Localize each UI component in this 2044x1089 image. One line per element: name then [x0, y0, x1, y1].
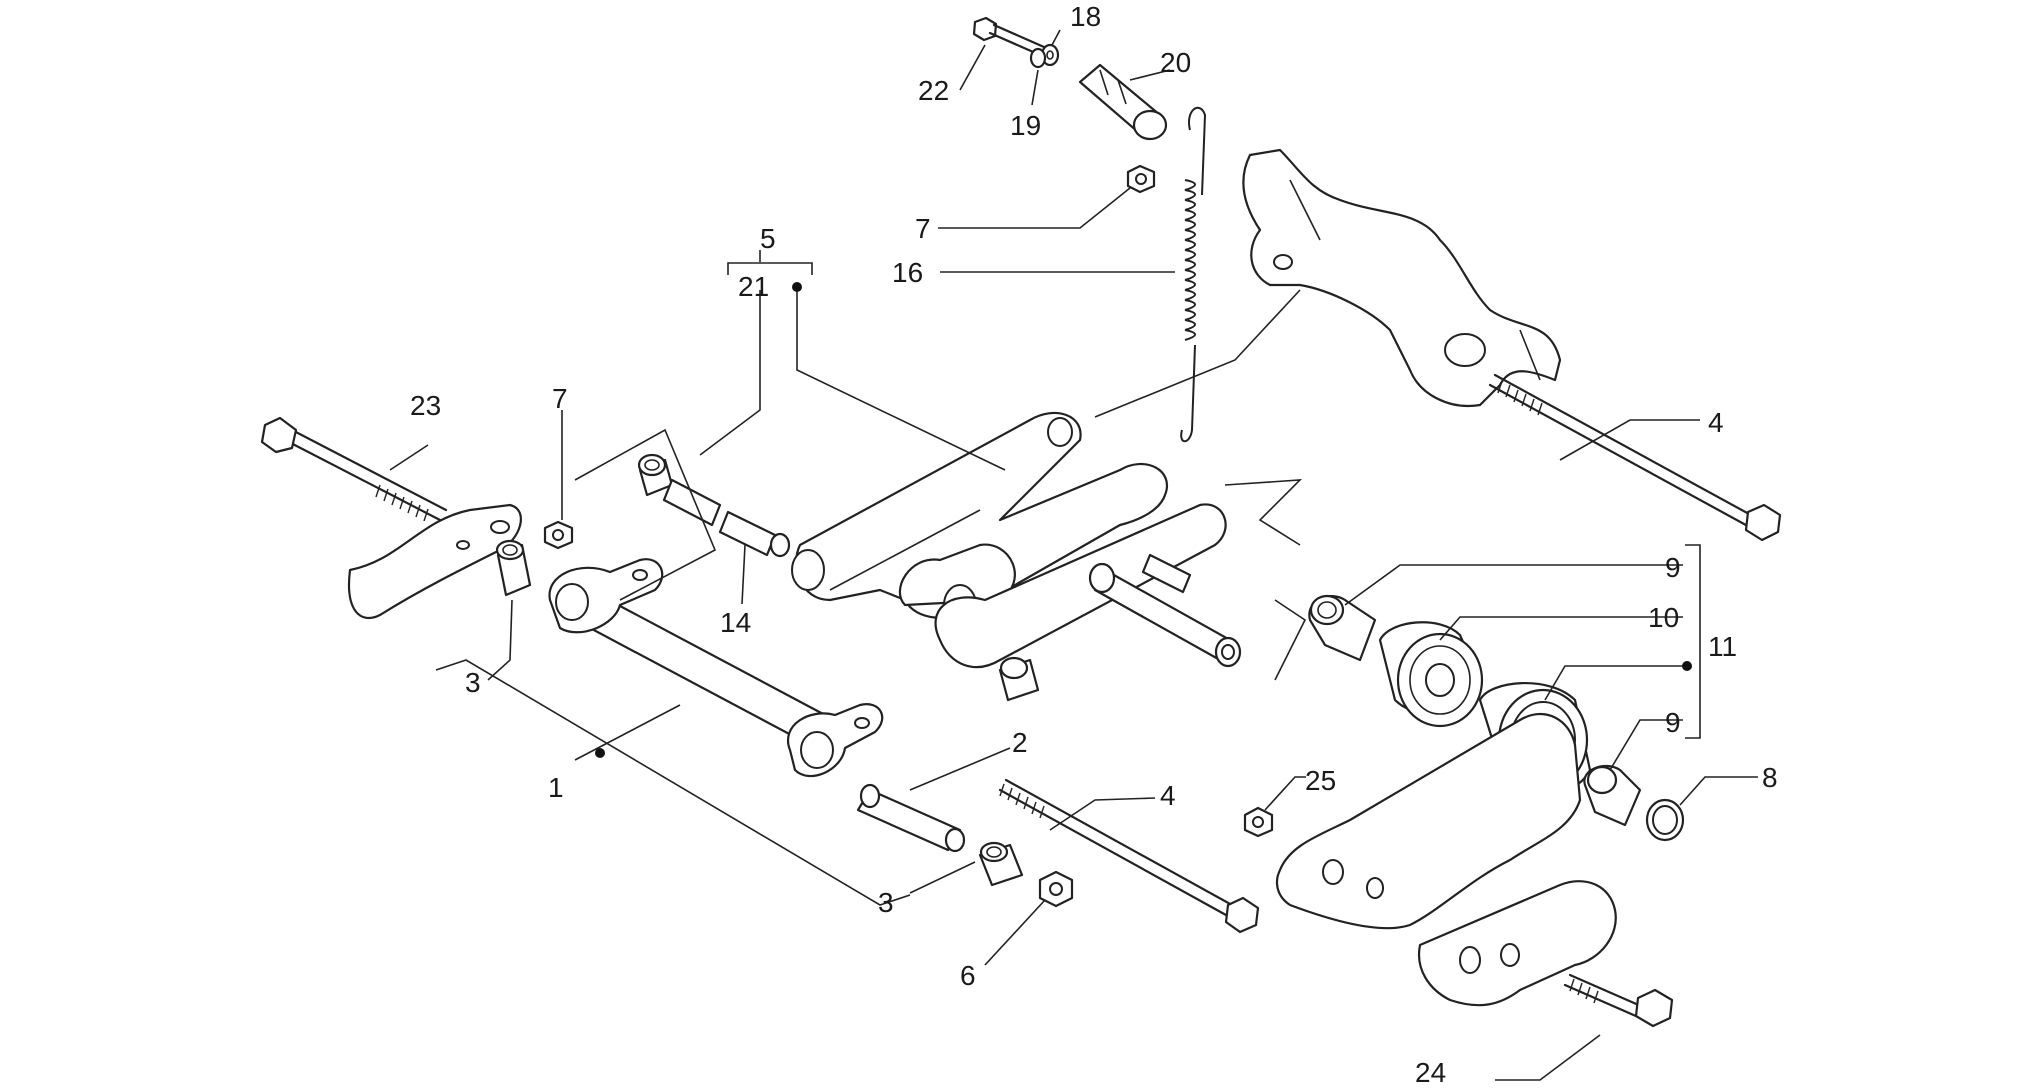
part-3-left-bushing [495, 539, 532, 597]
callout-16: 16 [892, 257, 923, 288]
dot-marker-1 [595, 748, 605, 758]
part-2-spacer-tube [856, 783, 966, 853]
dot-marker-5 [792, 282, 802, 292]
part-10-bearing [1378, 621, 1484, 728]
part-25-nut [1243, 806, 1274, 838]
callout-7-upper: 7 [915, 213, 931, 244]
part-9-upper-bushing [1308, 594, 1377, 662]
callout-14: 14 [720, 607, 751, 638]
part-3-lower-bushing [978, 841, 1024, 887]
part-4-lower-bolt [998, 778, 1260, 934]
callout-22: 22 [918, 75, 949, 106]
callout-5: 5 [760, 223, 776, 254]
link-lower-bushing [998, 656, 1040, 702]
part-14-spacer [662, 478, 791, 558]
part-4-upper-bolt [1488, 373, 1782, 542]
upper-engine-bracket [1242, 148, 1562, 408]
callout-6: 6 [960, 960, 976, 991]
callout-21: 21 [738, 271, 769, 302]
callout-19: 19 [1010, 110, 1041, 141]
part-8-circlip [1645, 798, 1685, 842]
callout-9-lower: 9 [1665, 707, 1681, 738]
part-6-nut [1038, 870, 1074, 908]
callout-11: 11 [1708, 631, 1737, 662]
right-lower-bracket-plate [1275, 712, 1582, 930]
callout-8: 8 [1762, 762, 1778, 793]
part-9-lower-bushing [1583, 764, 1642, 827]
callout-25: 25 [1305, 765, 1336, 796]
callout-2: 2 [1012, 727, 1028, 758]
part-16-spring [1180, 106, 1207, 443]
callout-4-upper: 4 [1708, 407, 1724, 438]
part-22-small-bolt [972, 16, 1046, 57]
part-24-bolt [1563, 973, 1674, 1028]
lower-right-small-bracket [1417, 880, 1617, 1007]
part-7-left-nut [543, 520, 574, 550]
callout-24: 24 [1415, 1057, 1446, 1088]
part-21-bushing [637, 453, 674, 497]
dot-marker-11 [1682, 661, 1692, 671]
callout-3-left: 3 [465, 667, 481, 698]
part-7-upper-nut [1126, 164, 1156, 194]
callout-labels: 23 7 3 1 2 3 6 4 14 5 21 16 7 22 18 19 2… [410, 1, 1778, 1088]
part-20-sleeve [1078, 63, 1168, 141]
callout-18: 18 [1070, 1, 1101, 32]
callout-7-left: 7 [552, 383, 568, 414]
callout-1: 1 [548, 772, 564, 803]
callout-10: 10 [1648, 602, 1679, 633]
left-bracket-plate [347, 503, 522, 620]
leader-lines [389, 29, 1758, 1081]
callout-3-lower: 3 [878, 887, 894, 918]
callout-23: 23 [410, 390, 441, 421]
pin-assembly-right [1088, 553, 1242, 668]
callout-9-upper: 9 [1665, 552, 1681, 583]
callout-20: 20 [1160, 47, 1191, 78]
part-23-long-bolt [260, 416, 448, 522]
part-1-pivot-shaft [548, 558, 884, 777]
part-5-swing-arm-link [791, 411, 1227, 669]
callout-4-lower: 4 [1160, 780, 1176, 811]
part-19-washer [1029, 47, 1047, 69]
